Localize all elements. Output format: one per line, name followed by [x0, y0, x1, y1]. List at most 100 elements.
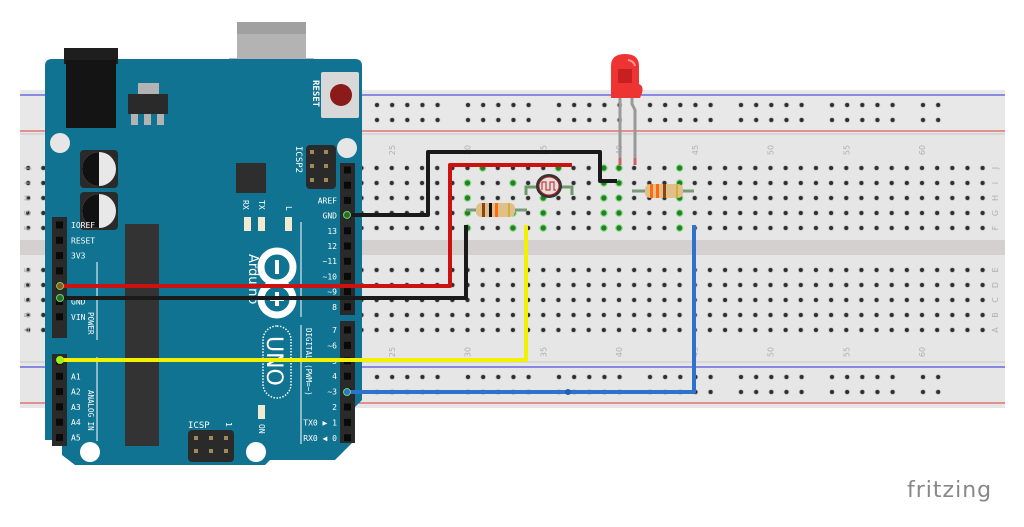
breadboard-hole: [404, 327, 410, 333]
pin-label: ~3: [327, 388, 337, 397]
rail-hole: [601, 374, 608, 380]
header-pin[interactable]: [344, 196, 351, 204]
header-pin[interactable]: [344, 288, 351, 296]
breadboard-hole: [934, 282, 940, 288]
header-pin[interactable]: [344, 242, 351, 250]
header-pin[interactable]: [56, 267, 63, 275]
breadboard-hole: [691, 210, 698, 216]
breadboard-hole: [904, 327, 910, 333]
reset-button-cap[interactable]: [330, 84, 352, 106]
breadboard-hole: [631, 312, 637, 318]
header-pin[interactable]: [344, 326, 351, 334]
breadboard-hole: [661, 165, 668, 171]
header-pin[interactable]: [56, 313, 63, 321]
led-red[interactable]: [611, 54, 643, 165]
rail-hole: [525, 102, 532, 108]
breadboard-hole: [25, 210, 31, 216]
header-pin[interactable]: [344, 257, 351, 265]
capacitor-stripe: [82, 194, 99, 228]
row-label: A: [23, 327, 32, 333]
wire-red-5v[interactable]: [60, 163, 572, 288]
header-pin[interactable]: [344, 403, 351, 411]
rail-hole: [647, 374, 653, 380]
rail-hole: [829, 374, 835, 380]
breadboard-hole: [434, 195, 441, 201]
header-pin[interactable]: [56, 252, 63, 260]
board-pcb: [45, 59, 362, 465]
breadboard-hole: [570, 180, 577, 186]
analog-group-label: ANALOG IN: [86, 390, 95, 431]
rail-hole: [434, 117, 441, 123]
breadboard-hole: [843, 180, 850, 186]
header-pin[interactable]: [344, 272, 351, 280]
header-pin[interactable]: [344, 166, 351, 174]
wire-yellow-a0[interactable]: [60, 225, 528, 362]
pin-label: ~10: [323, 272, 338, 281]
wire-bend-point[interactable]: [565, 389, 571, 395]
breadboard-hole: [555, 267, 562, 273]
header-pin[interactable]: [56, 434, 63, 441]
resistor-1[interactable]: [466, 203, 527, 217]
breadboard-hole: [737, 180, 743, 186]
breadboard-hole: [539, 224, 548, 232]
wire-black-gnd-top[interactable]: [347, 150, 617, 217]
breadboard-hole: [934, 180, 940, 186]
breadboard-hole: [40, 195, 47, 201]
header-pin[interactable]: [56, 418, 63, 426]
column-number: 60: [918, 347, 927, 357]
rail-hole: [889, 374, 896, 380]
rail-hole: [525, 117, 532, 123]
header-pin[interactable]: [344, 434, 351, 442]
breadboard-hole: [919, 267, 925, 273]
header-pin[interactable]: [56, 236, 63, 244]
breadboard-hole: [539, 209, 548, 217]
breadboard-hole: [615, 224, 623, 232]
breadboard-hole: [964, 267, 971, 273]
header-pin[interactable]: [344, 303, 351, 311]
header-pin[interactable]: [344, 418, 351, 426]
rail-hole: [419, 374, 426, 380]
pin-label: A3: [71, 403, 81, 412]
breadboard-hole: [782, 327, 789, 333]
breadboard-hole: [843, 282, 850, 288]
breadboard-hole: [419, 312, 425, 318]
breadboard-hole: [904, 297, 910, 303]
resistor-2[interactable]: [632, 184, 694, 198]
header-pin[interactable]: [344, 341, 351, 349]
capacitor-stripe: [82, 152, 99, 186]
breadboard-hole: [40, 297, 47, 303]
breadboard-hole: [797, 312, 804, 318]
wire-black-gnd[interactable]: [60, 225, 468, 300]
resistor-band: [489, 203, 492, 217]
breadboard-hole: [616, 312, 622, 318]
header-pin[interactable]: [56, 403, 63, 411]
header-pin[interactable]: [56, 221, 63, 229]
wire-blue-d3[interactable]: [347, 225, 696, 394]
breadboard-hole: [888, 282, 895, 288]
breadboard-hole: [934, 267, 940, 273]
header-pin[interactable]: [344, 372, 351, 380]
breadboard-hole: [631, 267, 637, 273]
breadboard-hole: [919, 225, 925, 231]
rail-hole: [935, 117, 941, 123]
rail-hole: [495, 102, 502, 108]
breadboard-hole: [585, 225, 592, 231]
breadboard-hole: [540, 267, 547, 273]
row-label: G: [991, 210, 1000, 216]
breadboard-hole: [828, 297, 834, 303]
icsp-pins: [194, 436, 228, 453]
rail-hole: [935, 374, 941, 380]
breadboard-hole: [434, 210, 441, 216]
breadboard-hole: [919, 180, 925, 186]
breadboard-hole: [843, 165, 850, 171]
breadboard-hole: [873, 282, 880, 288]
breadboard-hole: [737, 210, 743, 216]
header-pin[interactable]: [56, 388, 63, 396]
breadboard-hole: [858, 225, 865, 231]
photoresistor[interactable]: [524, 174, 574, 198]
breadboard-hole: [813, 225, 819, 231]
breadboard-hole: [585, 327, 592, 333]
header-pin[interactable]: [56, 372, 63, 380]
header-pin[interactable]: [344, 227, 351, 235]
header-pin[interactable]: [344, 181, 351, 189]
